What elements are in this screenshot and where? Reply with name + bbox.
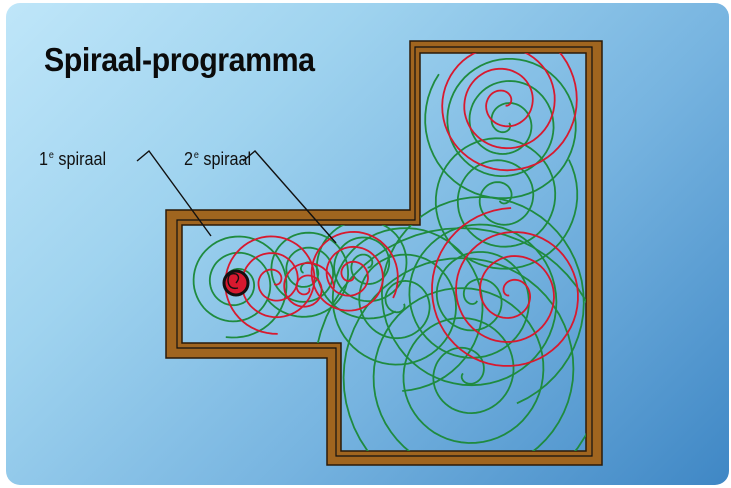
second-spiral-label-number: 2 bbox=[184, 149, 194, 169]
first-spiral-leader-line bbox=[136, 149, 212, 237]
first-spiral-label-text: spiraal bbox=[58, 149, 107, 169]
second-spiral-curve-5 bbox=[283, 262, 335, 308]
room-wall bbox=[165, 40, 603, 466]
first-spiral-curve-3 bbox=[315, 219, 408, 320]
spiral-pattern bbox=[192, 53, 586, 451]
second-spiral-curve-3 bbox=[441, 53, 578, 172]
second-spiral-label: 2e spiraal bbox=[184, 149, 251, 170]
room-inner-outline bbox=[176, 46, 593, 457]
second-spiral-curve-4 bbox=[431, 207, 579, 367]
diagram-card: Spiraal-programma 1e spiraal 2e spiraal bbox=[6, 3, 729, 485]
first-spiral-curve-4 bbox=[424, 58, 577, 200]
first-spiral-curve-8 bbox=[331, 227, 484, 392]
first-spiral-group bbox=[192, 58, 586, 451]
second-spiral-group bbox=[224, 53, 579, 367]
floor-plan-svg bbox=[136, 40, 603, 466]
second-spiral-leader-line bbox=[242, 150, 337, 244]
first-spiral-label: 1e spiraal bbox=[39, 149, 106, 170]
spiral-start-curl bbox=[227, 272, 240, 290]
first-spiral-label-number: 1 bbox=[39, 149, 49, 169]
diagram-title: Spiraal-programma bbox=[44, 41, 315, 78]
first-spiral-curve-5 bbox=[434, 137, 579, 270]
second-spiral-label-sup: e bbox=[193, 150, 199, 161]
second-spiral-label-text: spiraal bbox=[203, 149, 252, 169]
second-spiral-curve-2 bbox=[310, 230, 399, 312]
second-spiral-curve-1 bbox=[224, 235, 316, 335]
first-spiral-label-sup: e bbox=[48, 150, 54, 161]
first-spiral-curve-7 bbox=[312, 227, 586, 451]
